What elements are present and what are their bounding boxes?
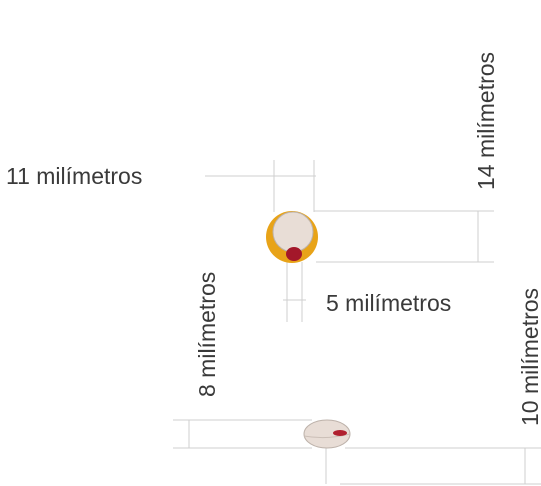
label-width-5mm: 5 milímetros <box>326 290 451 316</box>
label-height-14mm: 14 milímetros <box>473 52 499 190</box>
lower-seed-dimensions <box>173 419 541 485</box>
flat-seed <box>303 419 351 449</box>
label-width-11mm: 11 milímetros <box>6 163 142 189</box>
seed-body-upper <box>272 211 314 253</box>
seed-streak-red <box>333 430 347 436</box>
seed-hilum-red <box>286 247 302 261</box>
seed-edge-line <box>303 433 351 439</box>
upper-seed-dimensions <box>205 160 494 322</box>
label-height-10mm: 10 milímetros <box>517 288 541 426</box>
label-height-8mm: 8 milímetros <box>194 272 220 397</box>
round-seed-with-aril <box>266 211 318 263</box>
